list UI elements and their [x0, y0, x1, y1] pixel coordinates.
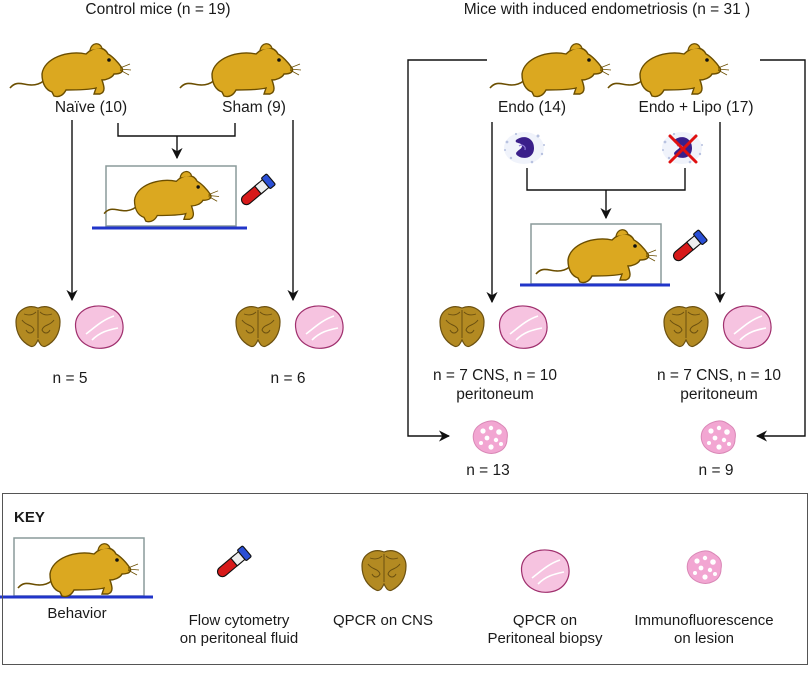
key-legend-box [2, 493, 808, 665]
biopsy-icon [498, 305, 548, 350]
endo-count-line2: peritoneum [456, 386, 534, 403]
macrophage-icon [503, 131, 546, 165]
behavior-box-icon [92, 165, 247, 230]
brain-icon [235, 306, 281, 348]
syringe-tube-icon [237, 173, 277, 209]
syringe-tube-icon [669, 229, 709, 265]
endo-lesion-count: n = 13 [466, 462, 510, 479]
endo-lipo-label: Endo + Lipo (17) [638, 99, 754, 116]
macrophage-depleted-icon [661, 131, 704, 165]
key-flow-label-1: Flow cytometry [188, 612, 290, 629]
key-immuno-label-1: Immunofluorescence [634, 612, 774, 629]
key-immuno-label-2: on lesion [673, 630, 735, 647]
naive-mouse-icon [9, 42, 132, 98]
lipo-count-line2: peritoneum [680, 386, 758, 403]
behavior-box-icon [520, 223, 670, 287]
lipo-lesion-count: n = 9 [698, 462, 734, 479]
endo-lipo-mouse-icon [607, 42, 730, 98]
key-behavior-label: Behavior [47, 605, 107, 622]
key-qpcr-perit-label-1: QPCR on [512, 612, 578, 629]
lesion-icon [700, 420, 736, 454]
biopsy-icon [722, 305, 772, 350]
control-group-title: Control mice (n = 19) [85, 1, 231, 18]
sham-label: Sham (9) [222, 99, 286, 116]
lesion-icon [472, 420, 508, 454]
endo-mouse-icon [489, 42, 612, 98]
key-qpcr-perit-label-2: Peritoneal biopsy [487, 630, 603, 647]
endo-count-line1: n = 7 CNS, n = 10 [432, 367, 558, 384]
biopsy-icon [74, 305, 124, 350]
biopsy-icon [294, 305, 344, 350]
naive-count: n = 5 [52, 370, 88, 387]
brain-icon [439, 306, 485, 348]
sham-count: n = 6 [270, 370, 306, 387]
endo-label: Endo (14) [497, 99, 567, 116]
key-behavior-icon [0, 537, 153, 599]
sham-mouse-icon [179, 42, 302, 98]
brain-icon [663, 306, 709, 348]
brain-icon [15, 306, 61, 348]
endo-group-title: Mice with induced endometriosis (n = 31 … [463, 1, 751, 18]
lipo-count-line1: n = 7 CNS, n = 10 [656, 367, 782, 384]
naive-label: Naïve (10) [54, 99, 128, 116]
key-title: KEY [14, 509, 45, 526]
key-flow-label-2: on peritoneal fluid [179, 630, 299, 647]
key-qpcr-cns-label: QPCR on CNS [332, 612, 434, 629]
